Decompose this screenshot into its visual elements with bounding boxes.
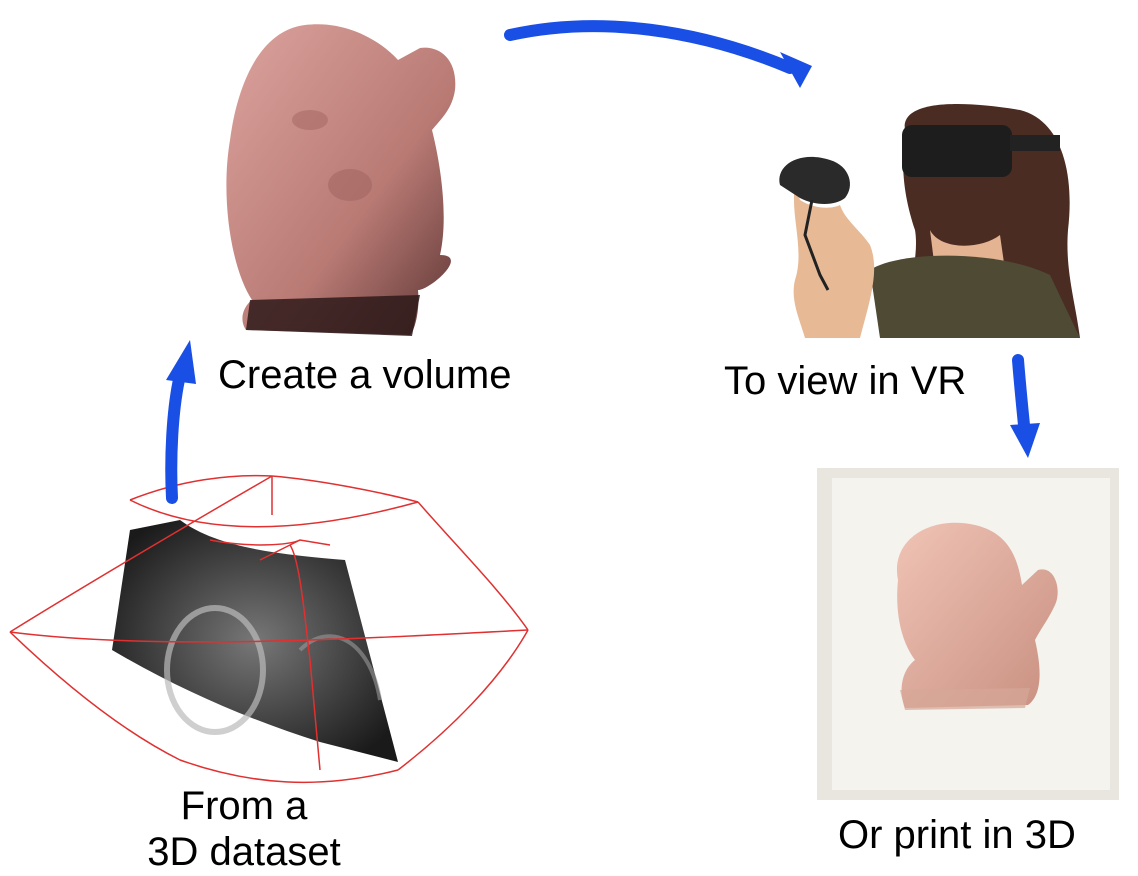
arrow-right [504,20,796,74]
label-from-line1: From a [180,784,308,828]
arrow-up [165,369,186,504]
arrow-up-head [166,340,196,384]
label-from-line2: 3D dataset [147,830,341,874]
fan-outline [9,474,529,784]
label-from-dataset: From a 3D dataset [136,783,352,875]
vr-user-photo [779,104,1080,338]
fetal-volume-render [226,24,456,336]
ultrasound-dataset [9,474,529,784]
arrow-right-head [780,52,812,88]
label-print-3d: Or print in 3D [838,813,1076,857]
arrow-down-head [1010,423,1040,458]
label-view-vr: To view in VR [724,359,967,403]
flow-arrows [165,20,1040,504]
3d-print-photo [817,468,1119,800]
label-create-volume: Create a volume [218,353,512,397]
arrow-down [1012,354,1030,431]
